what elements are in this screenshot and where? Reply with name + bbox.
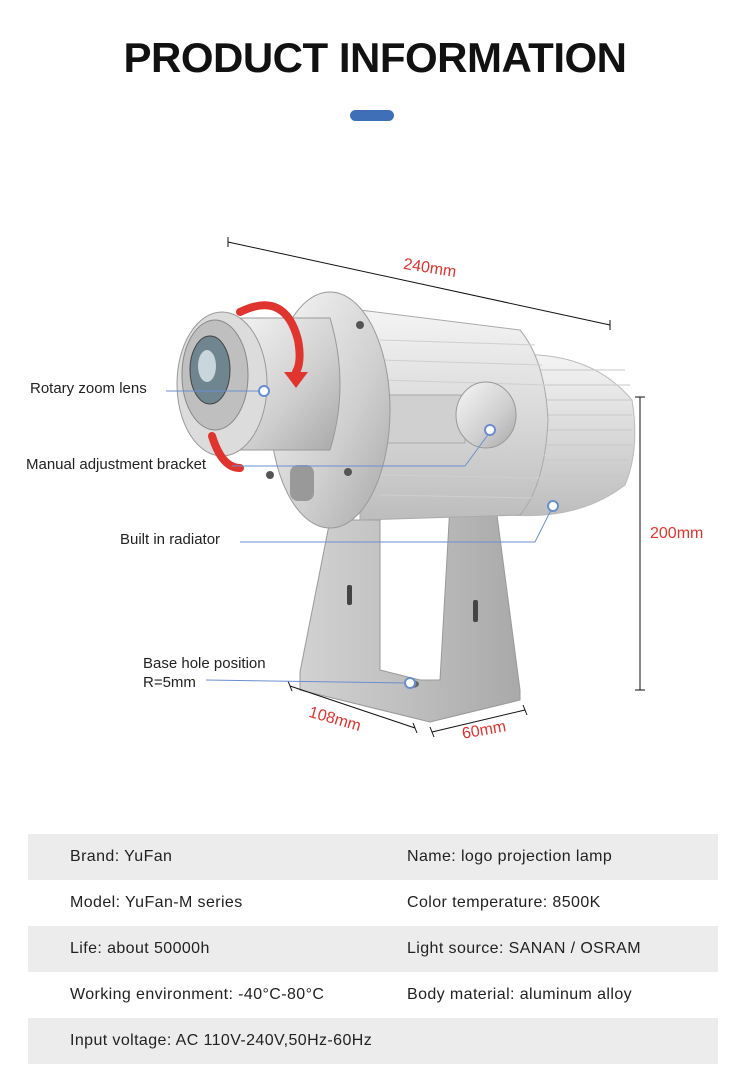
spec-row: Working environment: -40°C-80°C Body mat… <box>28 972 718 1018</box>
callout-lines <box>166 385 559 689</box>
spec-row: Model: YuFan-M series Color temperature:… <box>28 880 718 926</box>
spec-brand: Brand: YuFan <box>70 848 173 865</box>
spec-light-source: Light source: SANAN / OSRAM <box>407 940 641 957</box>
projector-illustration <box>166 237 645 738</box>
spec-color-temperature: Color temperature: 8500K <box>407 894 601 911</box>
dimension-lines <box>227 237 645 738</box>
page-title: PRODUCT INFORMATION <box>123 34 627 81</box>
spec-model: Model: YuFan-M series <box>70 894 243 911</box>
spec-life: Life: about 50000h <box>70 940 210 957</box>
label-manual-adjustment-bracket: Manual adjustment bracket <box>26 456 207 473</box>
spec-table: Brand: YuFan Name: logo projection lamp … <box>28 834 718 1064</box>
lens-barrel <box>176 311 341 457</box>
spec-input-voltage: Input voltage: AC 110V-240V,50Hz-60Hz <box>70 1032 373 1049</box>
adjustment-knob <box>455 381 517 449</box>
projector-body <box>359 309 549 521</box>
product-diagram: Rotary zoom lens Manual adjustment brack… <box>0 200 750 760</box>
label-rotary-zoom-lens: Rotary zoom lens <box>30 380 147 397</box>
label-base-hole-position: Base hole position <box>143 655 266 672</box>
label-base-hole-radius: R=5mm <box>143 674 196 691</box>
spec-row: Brand: YuFan Name: logo projection lamp <box>28 834 718 880</box>
spec-body-material: Body material: aluminum alloy <box>407 986 633 1003</box>
title-accent-bar <box>350 110 394 121</box>
spec-row: Life: about 50000h Light source: SANAN /… <box>28 926 718 972</box>
label-built-in-radiator: Built in radiator <box>120 531 221 548</box>
dimension-height: 200mm <box>650 525 704 542</box>
spec-name: Name: logo projection lamp <box>407 848 613 865</box>
rotation-arrow-icon <box>208 301 308 472</box>
spec-row: Input voltage: AC 110V-240V,50Hz-60Hz <box>28 1018 718 1064</box>
spec-working-environment: Working environment: -40°C-80°C <box>70 986 325 1003</box>
